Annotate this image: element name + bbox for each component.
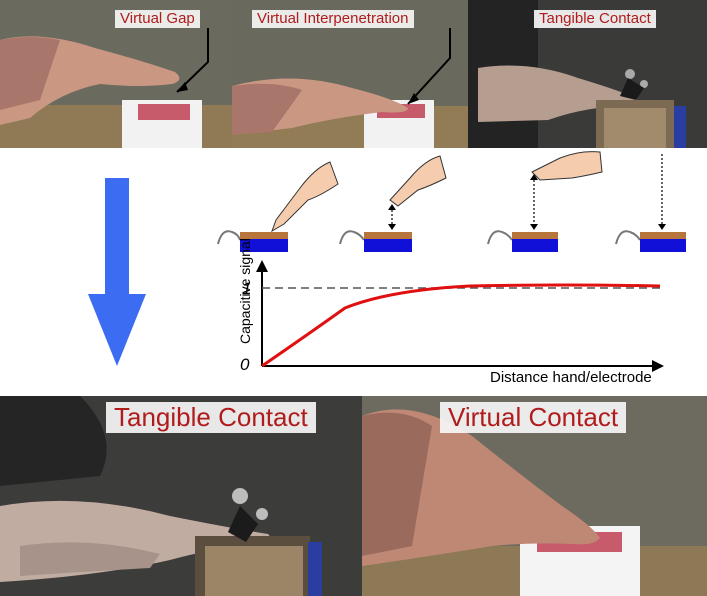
electrode-mid [487,151,603,252]
capacitive-diagram: 1 0 Capacitive signal Distance hand/elec… [88,151,686,386]
label-virtual-gap: Virtual Gap [115,10,200,28]
label-tangible-contact-bottom: Tangible Contact [106,402,316,434]
electrode-near [339,155,447,252]
label-tangible-contact-top: Tangible Contact [534,10,656,28]
label-virtual-interpenetration: Virtual Interpenetration [252,10,414,28]
photo-virtual-interpenetration: Virtual Interpenetration [232,0,468,148]
photo-tangible-contact-bottom: Tangible Contact [0,396,362,596]
down-arrow-icon [88,178,146,366]
photo-tangible-contact-top: Tangible Contact [468,0,707,148]
photo-virtual-gap: Virtual Gap [0,0,232,148]
x-axis-label: Distance hand/electrode [490,369,652,386]
gap-pointer-arrow [176,28,209,93]
y-tick-one: 1 [242,279,251,298]
signal-curve [261,283,661,368]
label-virtual-contact: Virtual Contact [440,402,627,434]
photo-tangible-contact-top-image [468,0,707,148]
y-tick-zero: 0 [240,355,250,374]
photo-virtual-contact: Virtual Contact [362,396,707,596]
signal-chart: 1 0 Capacitive signal Distance hand/elec… [237,238,664,386]
y-axis-label: Capacitive signal [237,238,253,344]
electrode-far [615,154,686,252]
interpenetration-pointer-arrow [407,28,451,105]
electrode-contact [217,161,339,252]
